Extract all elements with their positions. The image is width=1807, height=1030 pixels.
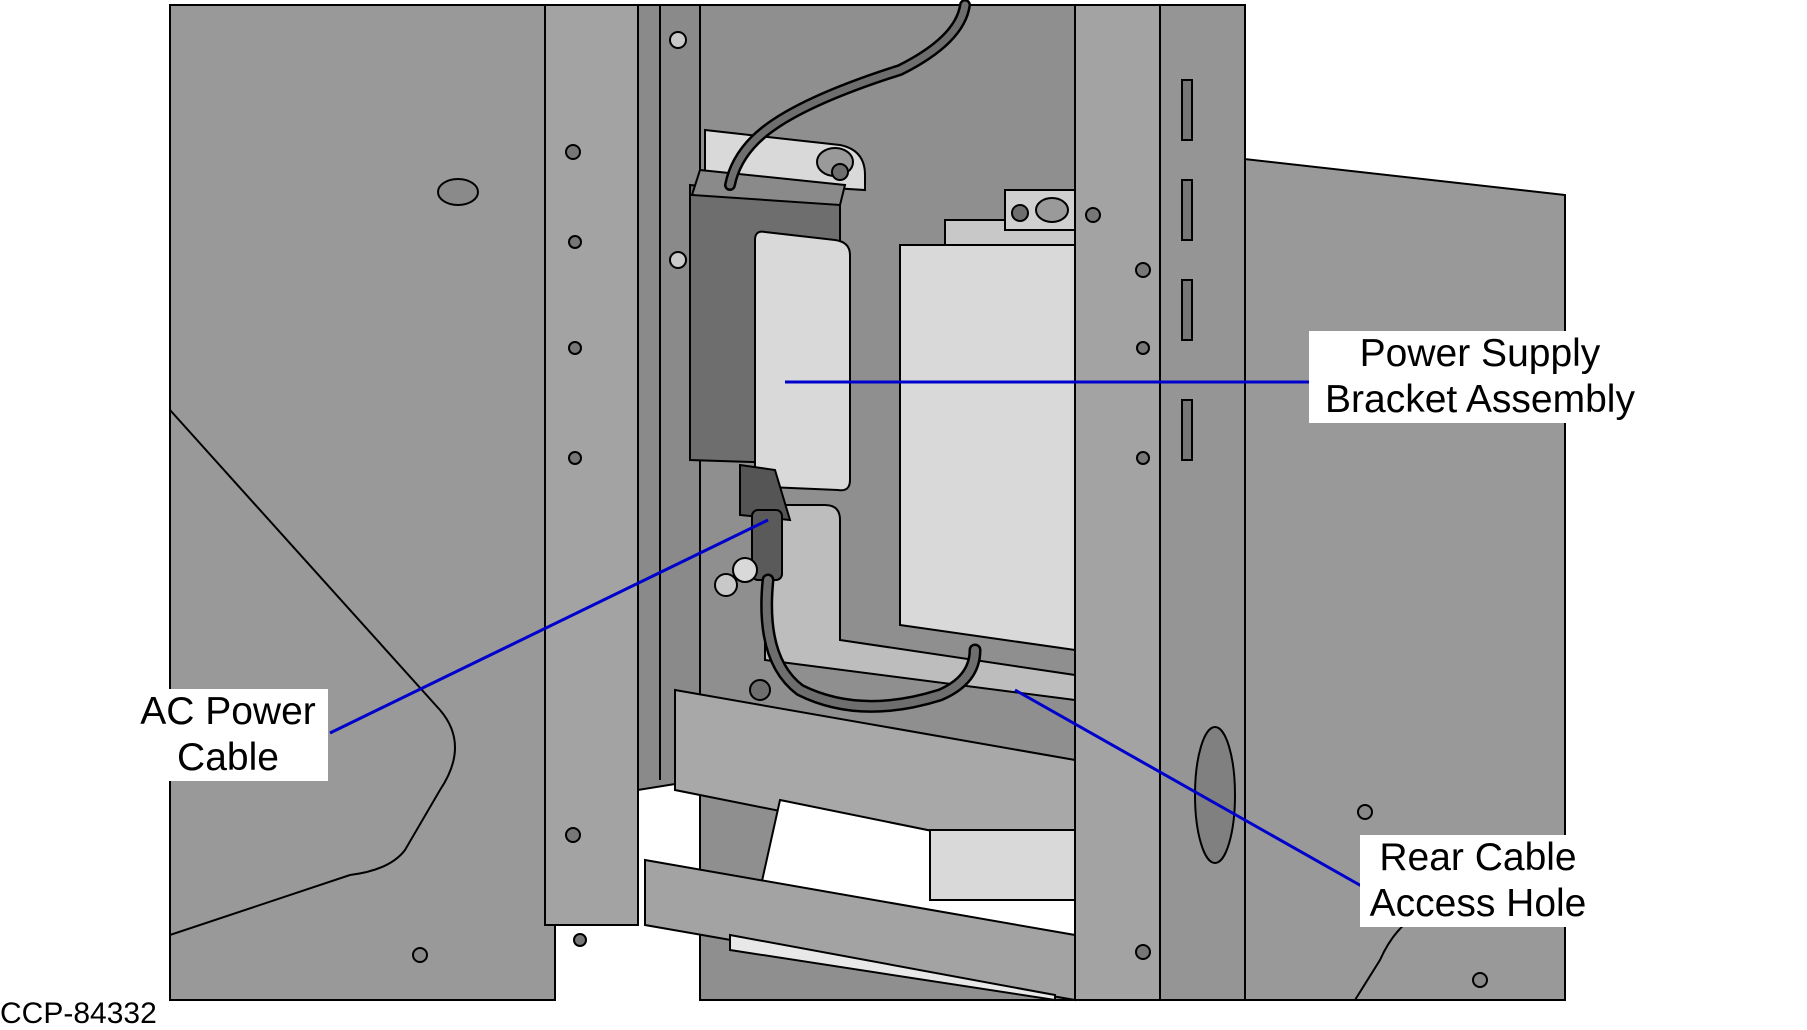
callout-line: Cable <box>177 736 279 779</box>
mount-hole <box>437 178 479 206</box>
base-plate-left <box>169 407 456 937</box>
figure-id: CCP-84332 <box>0 997 157 1030</box>
rear-module-box <box>899 244 1076 652</box>
callout-line: AC Power <box>140 690 316 733</box>
power-supply-bracket <box>754 230 851 492</box>
callout-ac-power-cable: AC Power Cable <box>128 689 328 781</box>
inner-bracket-plate <box>764 504 1076 702</box>
callout-power-supply-bracket-assembly: Power Supply Bracket Assembly <box>1309 331 1651 423</box>
leader-line-rear-cable-access <box>1014 688 1366 890</box>
callout-line: Rear Cable <box>1379 836 1577 879</box>
left-column-front <box>544 4 639 926</box>
callout-line: Bracket Assembly <box>1325 378 1635 421</box>
leader-line-ac-power-cable <box>329 518 769 735</box>
callout-rear-cable-access-hole: Rear Cable Access Hole <box>1360 835 1596 927</box>
rear-cable-access-hole <box>1194 726 1236 864</box>
callout-line: Access Hole <box>1369 882 1587 925</box>
callout-line: Power Supply <box>1359 332 1601 375</box>
right-column-front <box>1074 4 1161 1001</box>
